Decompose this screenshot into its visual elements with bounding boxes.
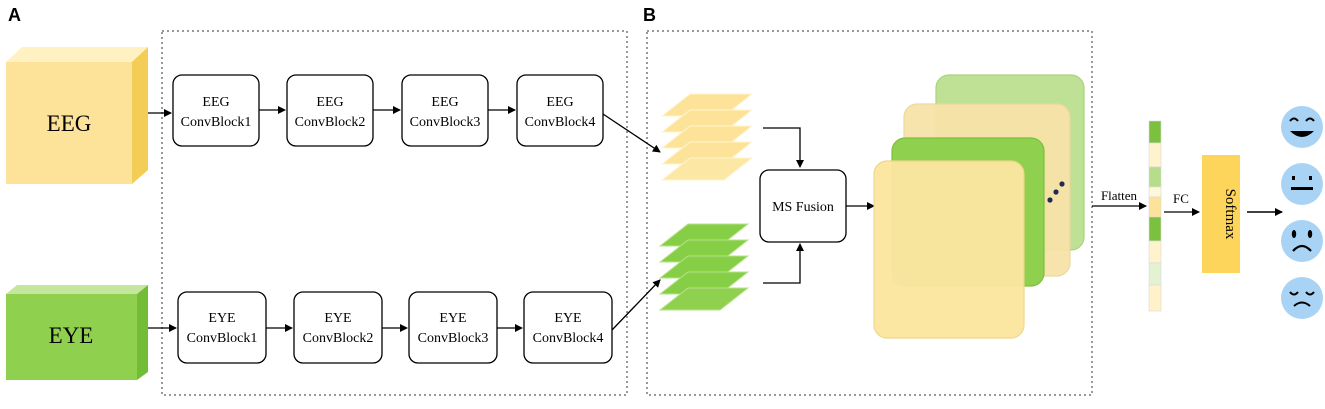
eeg-convblock-2: EEG ConvBlock2 xyxy=(286,74,374,147)
eye-input-label: EYE xyxy=(49,323,94,348)
eeg-convblock-2-line2: ConvBlock2 xyxy=(295,115,366,130)
eye-convblock-4-line2: ConvBlock4 xyxy=(533,331,604,346)
fear-face-icon xyxy=(1281,277,1323,319)
sad-face-icon xyxy=(1281,220,1323,262)
panel-a-frame xyxy=(161,30,628,396)
eeg-feature-stack xyxy=(660,93,754,181)
fc-label: FC xyxy=(1173,191,1189,206)
eye-convblock-3-line1: EYE xyxy=(439,311,466,326)
panel-label-a: A xyxy=(8,5,21,25)
feature-maps-stack xyxy=(873,74,1085,339)
eeg-convblock-4-line1: EEG xyxy=(546,95,573,110)
softmax-block: Softmax xyxy=(1202,155,1240,273)
ellipsis-dot xyxy=(1053,189,1059,195)
eye-convblock-3: EYE ConvBlock3 xyxy=(408,291,498,364)
eeg-input-label: EEG xyxy=(47,111,92,136)
panel-b-frame xyxy=(646,30,1093,396)
flatten-label: Flatten xyxy=(1101,188,1138,203)
eye-convblock-2-line1: EYE xyxy=(324,311,351,326)
ms-fusion-label: MS Fusion xyxy=(772,200,834,215)
eeg-convblock-1-line1: EEG xyxy=(202,95,229,110)
eeg-convblock-3-line1: EEG xyxy=(431,95,458,110)
happy-face-icon xyxy=(1281,106,1323,148)
panel-a-arrows xyxy=(148,106,661,332)
eye-convblock-3-line2: ConvBlock3 xyxy=(418,331,489,346)
eye-convblock-1-line2: ConvBlock1 xyxy=(187,331,258,346)
ellipsis-dot xyxy=(1047,197,1053,203)
eye-input-cube: EYE xyxy=(6,285,148,380)
eye-convblock-4-line1: EYE xyxy=(554,311,581,326)
eye-convblock-2: EYE ConvBlock2 xyxy=(293,291,383,364)
eeg-input-cube: EEG xyxy=(6,47,148,184)
eeg-convblock-3: EEG ConvBlock3 xyxy=(401,74,489,147)
eeg-convblock-4-line2: ConvBlock4 xyxy=(525,115,596,130)
ms-fusion-block: MS Fusion xyxy=(759,169,847,243)
fusion-arrows xyxy=(763,127,875,284)
eye-convblock-1: EYE ConvBlock1 xyxy=(177,291,267,364)
eeg-convblock-2-line1: EEG xyxy=(316,95,343,110)
eye-convblock-2-line2: ConvBlock2 xyxy=(303,331,374,346)
eeg-convblock-1-line2: ConvBlock1 xyxy=(181,115,252,130)
eye-convblock-1-line1: EYE xyxy=(208,311,235,326)
panel-label-b: B xyxy=(643,5,656,25)
eye-feature-stack xyxy=(658,223,750,311)
eeg-convblock-3-line2: ConvBlock3 xyxy=(410,115,481,130)
softmax-label: Softmax xyxy=(1222,189,1238,240)
eeg-convblock-1: EEG ConvBlock1 xyxy=(172,74,260,147)
ellipsis-dot xyxy=(1059,181,1065,187)
eeg-convblock-4: EEG ConvBlock4 xyxy=(516,74,604,147)
eye-convblock-4: EYE ConvBlock4 xyxy=(523,291,613,364)
flattened-vector xyxy=(1148,120,1162,312)
neutral-face-icon xyxy=(1281,163,1323,205)
